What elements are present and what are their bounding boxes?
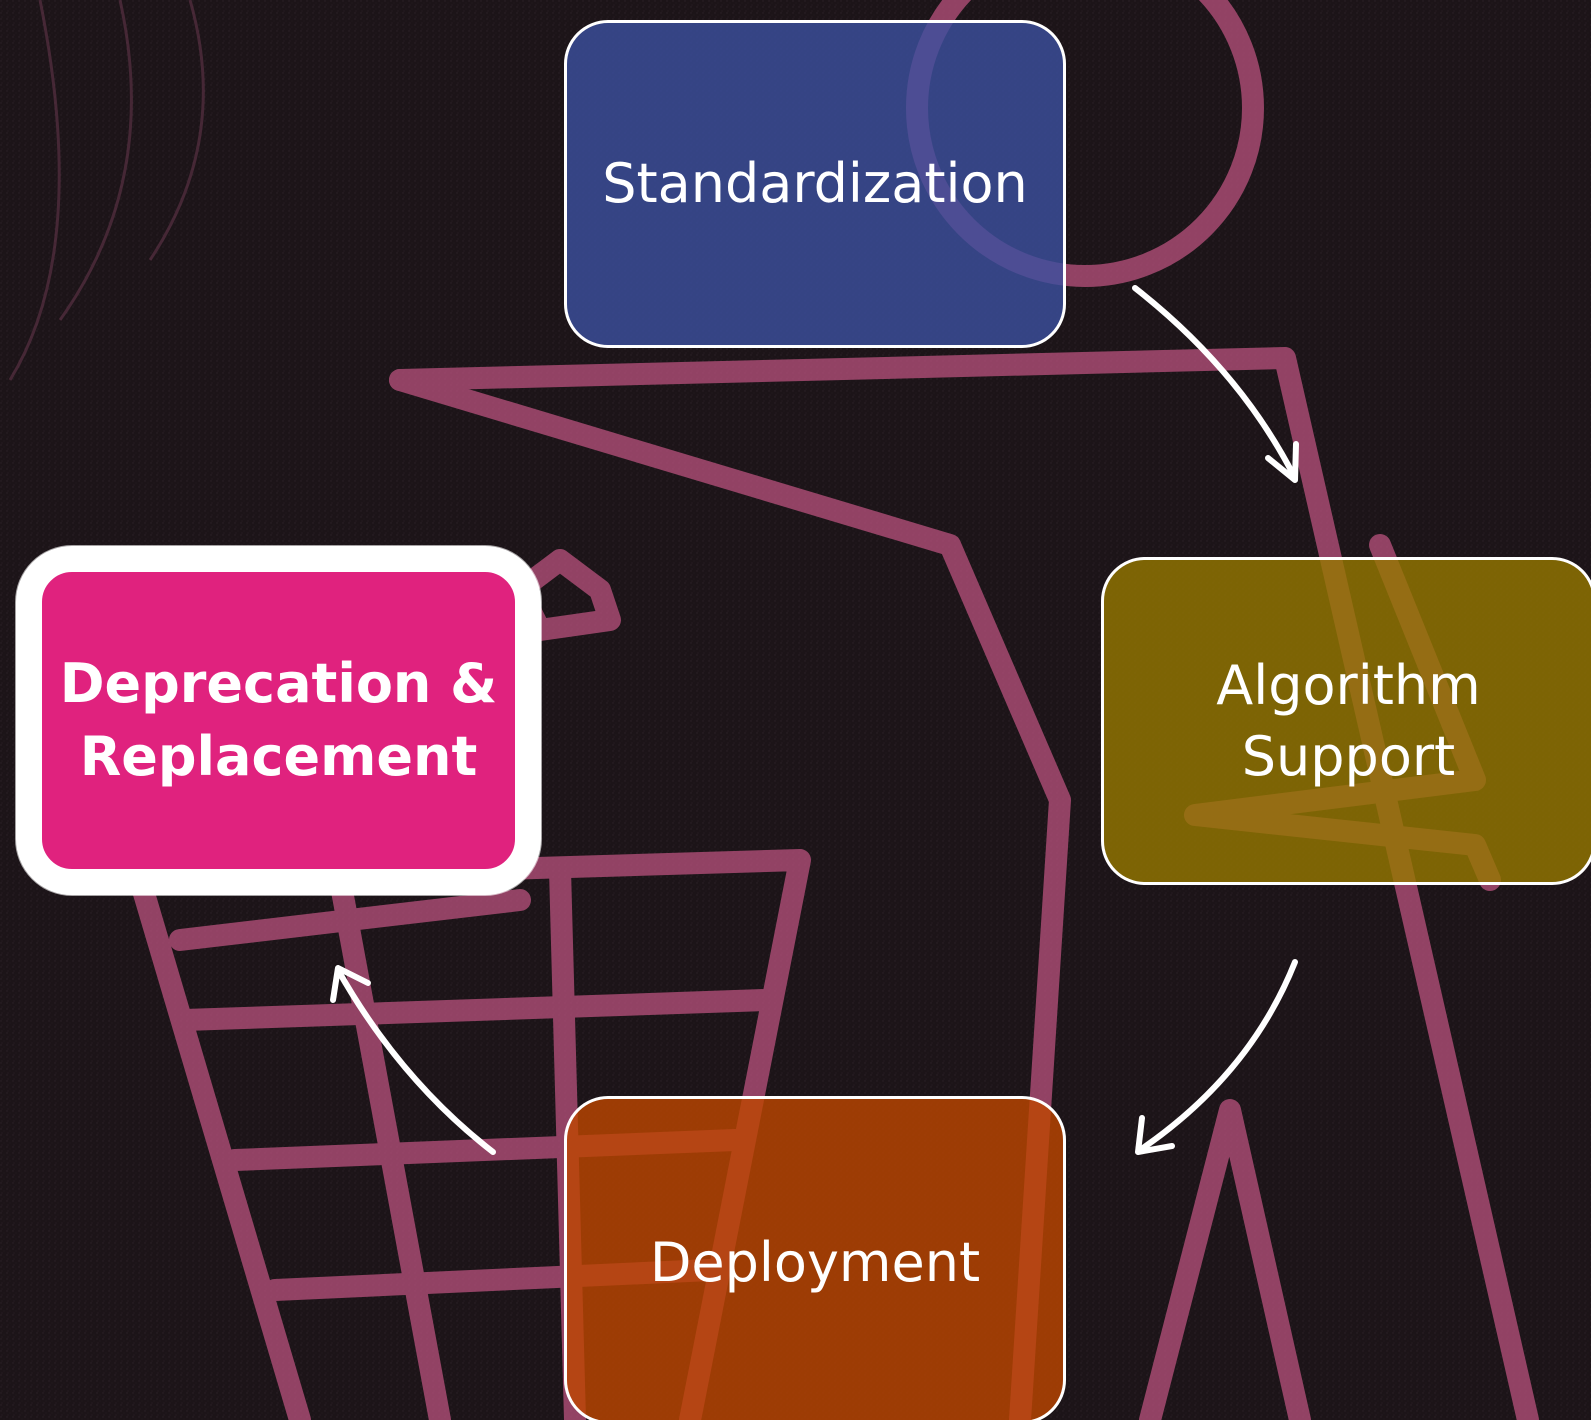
node-deprecation-replacement-label: Deprecation & Replacement <box>59 652 498 788</box>
node-deployment: Deployment <box>564 1096 1066 1420</box>
node-algorithm-support: Algorithm Support <box>1101 557 1591 885</box>
node-deprecation-replacement: Deprecation & Replacement <box>16 546 541 895</box>
node-standardization: Standardization <box>564 20 1066 348</box>
node-deployment-label: Deployment <box>649 1231 981 1294</box>
node-algorithm-support-label: Algorithm Support <box>1216 653 1481 788</box>
node-standardization-label: Standardization <box>602 152 1028 216</box>
